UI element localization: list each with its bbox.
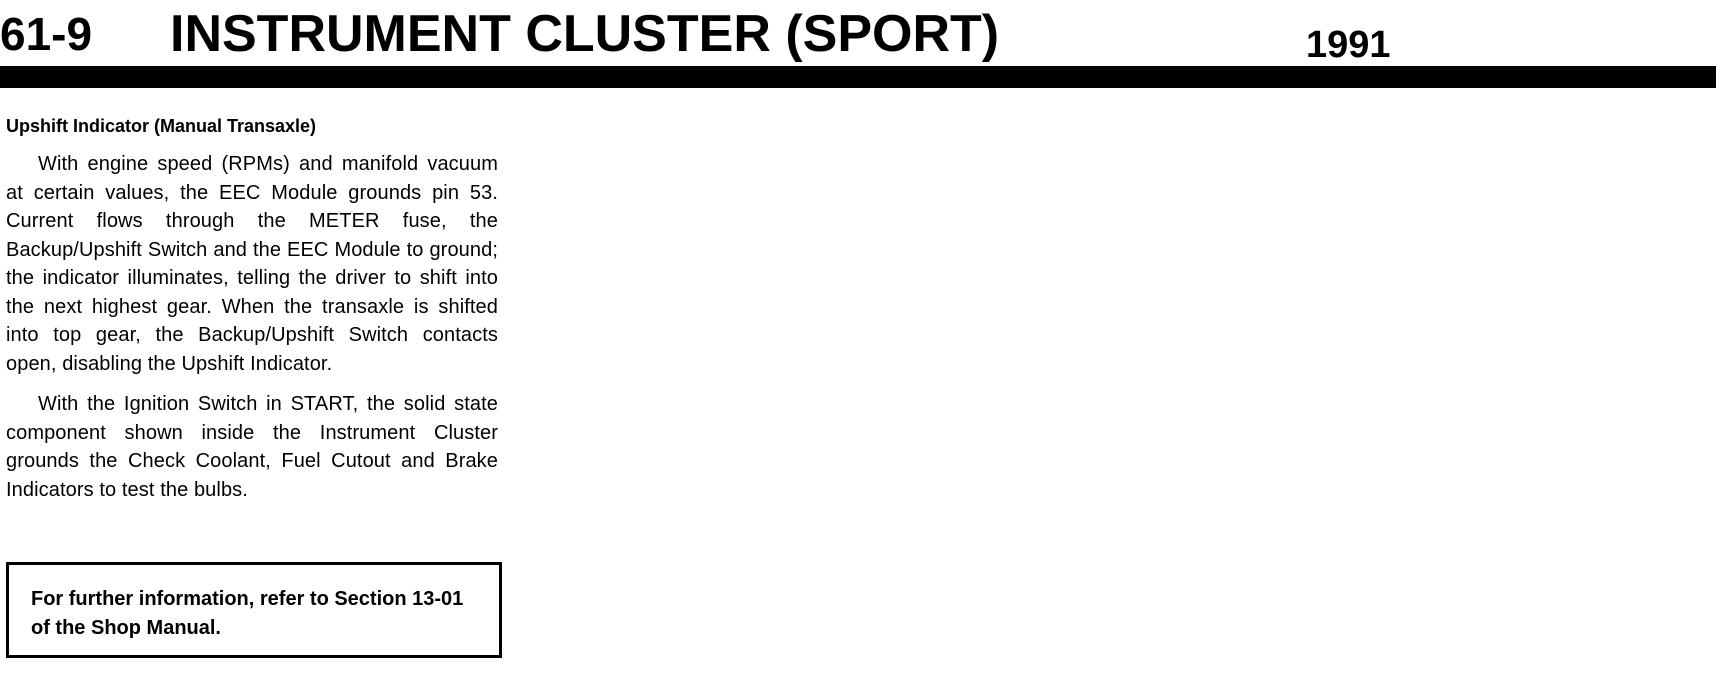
- page-year: 1991: [1306, 24, 1391, 66]
- page-number: 61-9: [0, 8, 93, 60]
- title-rule: [0, 66, 1716, 88]
- paragraph-ignition: With the Ignition Switch in START, the s…: [6, 393, 498, 501]
- note-box: For further information, refer to Sectio…: [6, 562, 502, 658]
- paragraph-upshift: With engine speed (RPMs) and manifold va…: [6, 153, 498, 375]
- note-text: For further information, refer to Sectio…: [31, 588, 464, 639]
- section-heading: Upshift Indicator (Manual Transaxle): [6, 116, 317, 136]
- page-title: INSTRUMENT CLUSTER (SPORT): [170, 5, 1000, 63]
- text-column: Upshift Indicator (Manual Transaxle) Wit…: [6, 112, 498, 516]
